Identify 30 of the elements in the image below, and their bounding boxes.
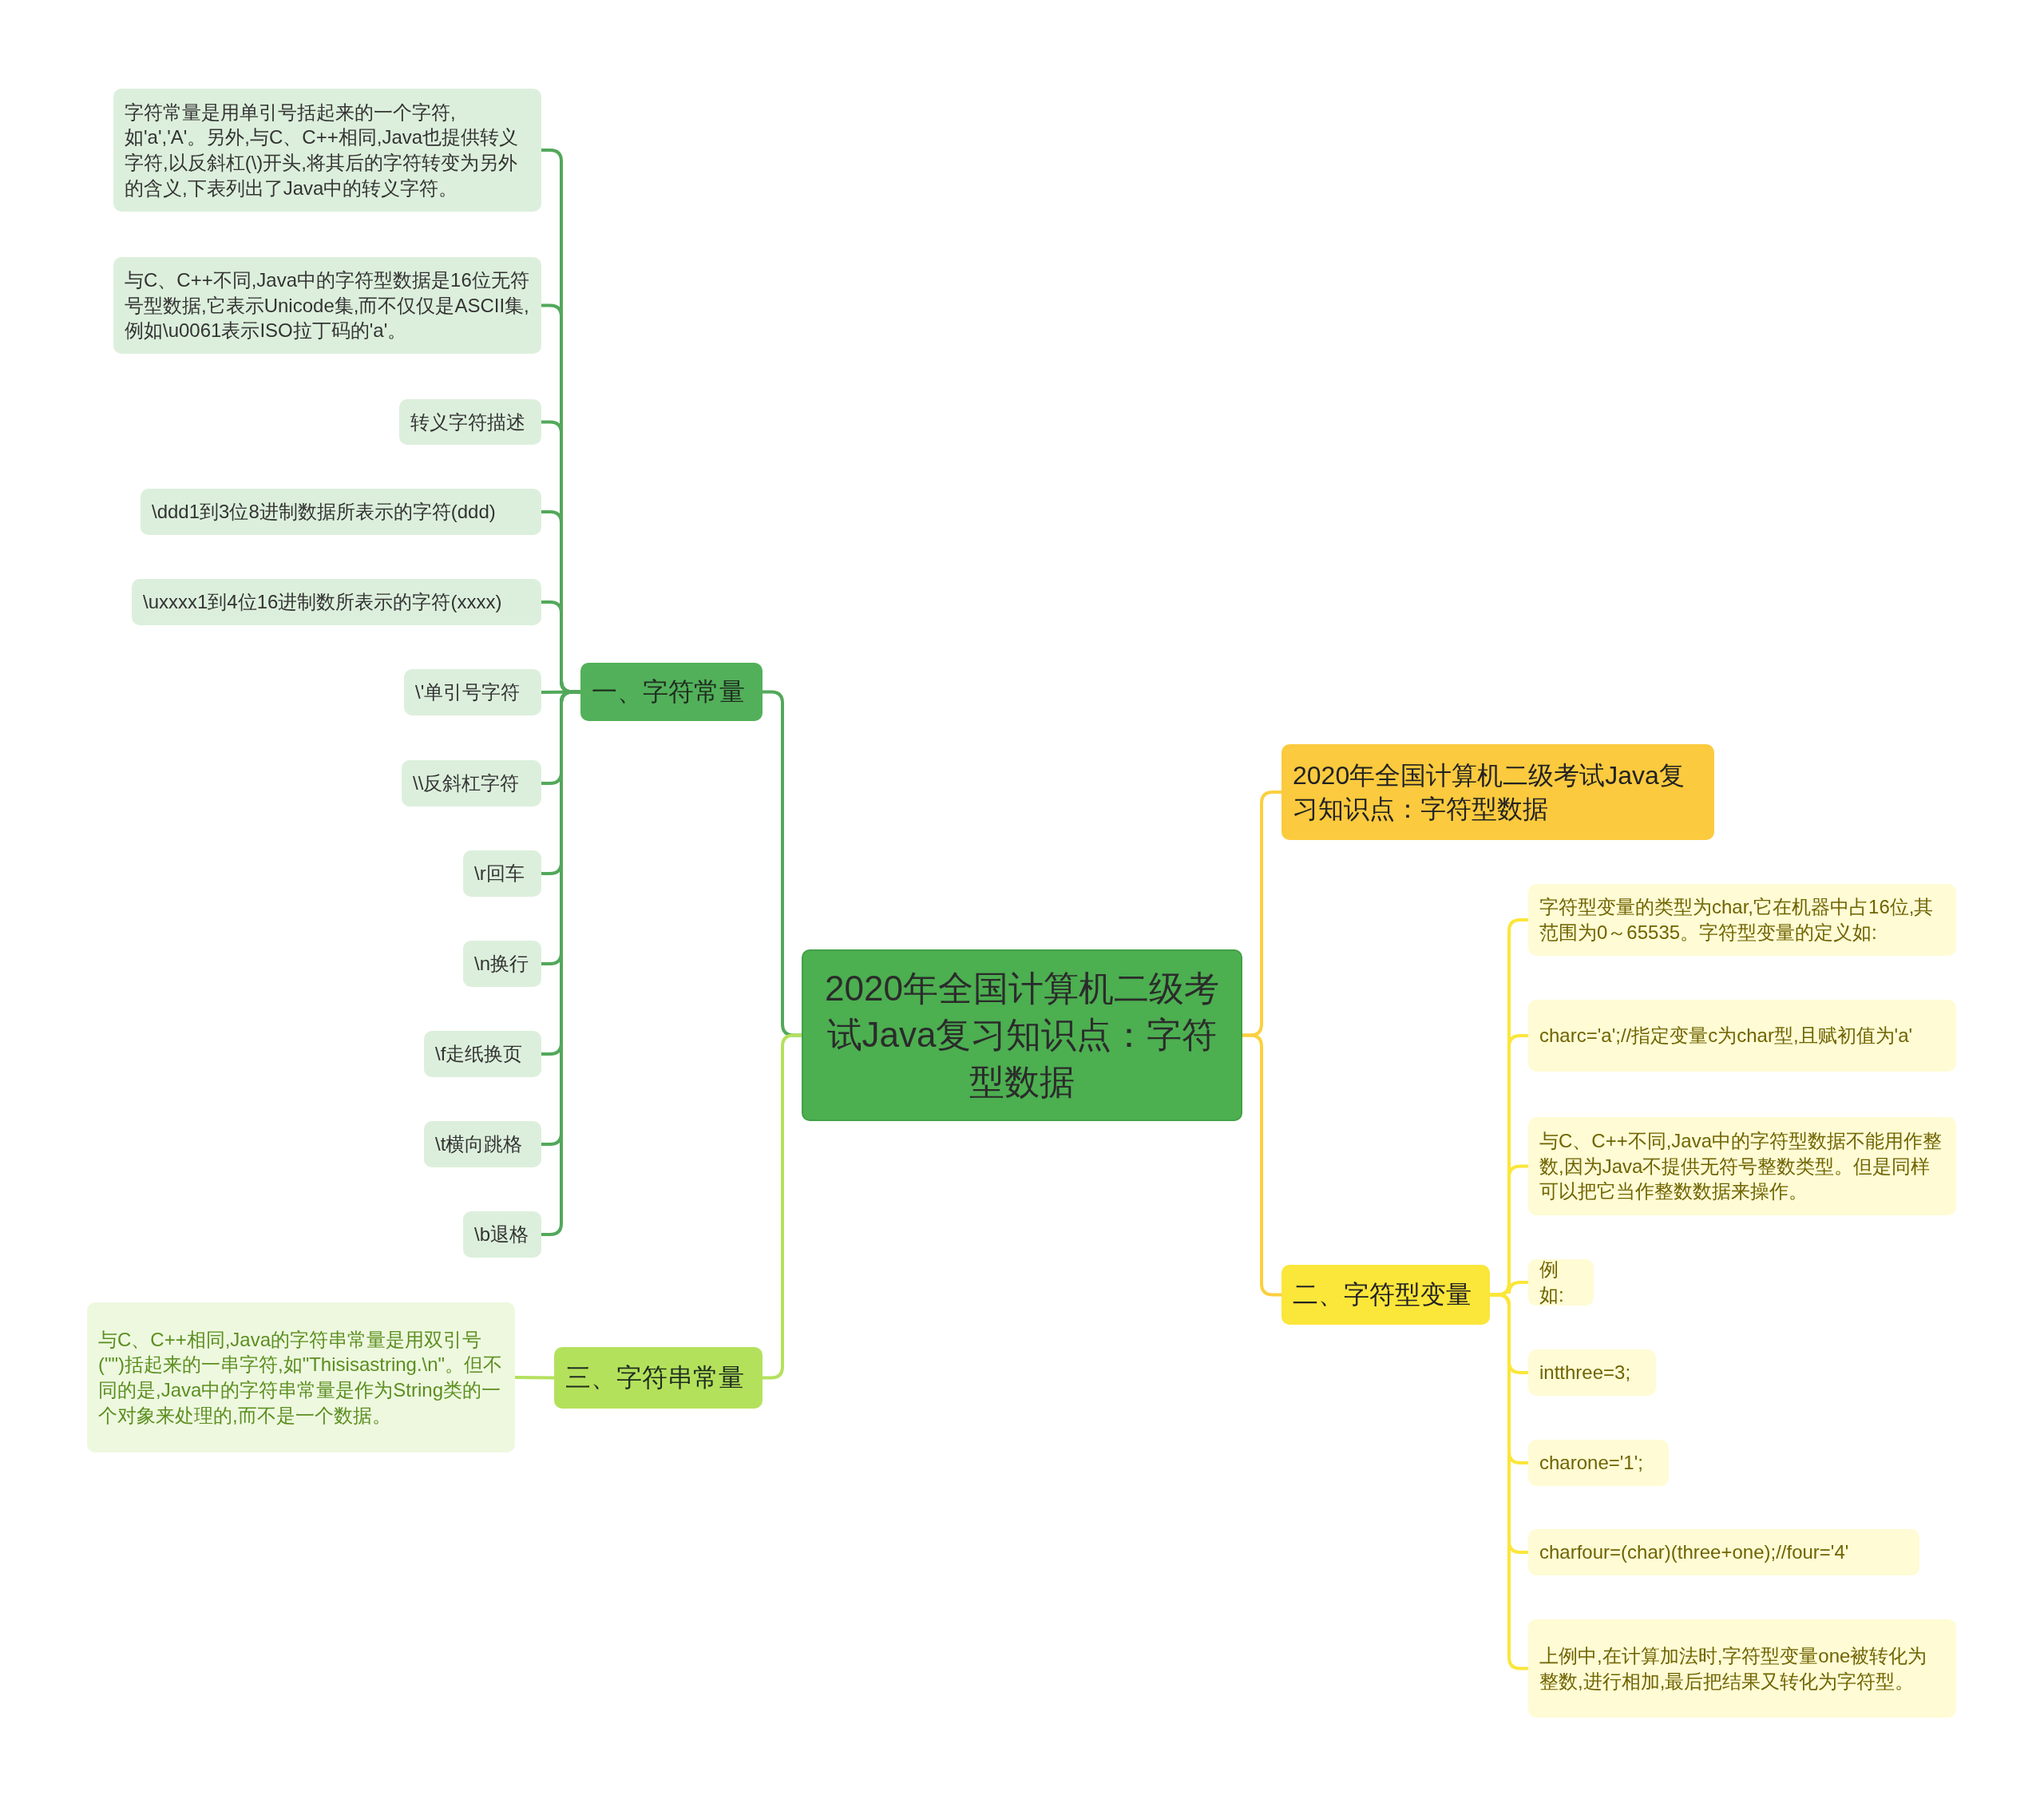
connector-line bbox=[1490, 1293, 1528, 1670]
subtopic-box: \uxxxx1到4位16进制数所表示的字符(xxxx) bbox=[132, 579, 541, 625]
subtopic-box: intthree=3; bbox=[1528, 1349, 1656, 1396]
subtopic-box: 字符常量是用单引号括起来的一个字符,如'a','A'。另外,与C、C++相同,Java也提供转义字符,以反斜杠(\)开头,将其后的字符转变为另外的含义,下表列出了Java中的转义字符。 bbox=[113, 89, 541, 212]
connector-line bbox=[514, 1376, 555, 1380]
title-box: 2020年全国计算机二级考试Java复习知识点：字符型数据 bbox=[1281, 744, 1714, 840]
branch-topic-box: 二、字符型变量 bbox=[1281, 1265, 1490, 1325]
subtopic-box: \b退格 bbox=[463, 1211, 541, 1258]
subtopic-box: charc='a';//指定变量c为char型,且赋初值为'a' bbox=[1528, 1000, 1956, 1072]
subtopic-box: \\反斜杠字符 bbox=[402, 760, 541, 806]
subtopic-box: 字符型变量的类型为char,它在机器中占16位,其范围为0～65535。字符型变量的定义如: bbox=[1528, 884, 1956, 956]
central-topic-box: 2020年全国计算机二级考试Java复习知识点：字符型数据 bbox=[802, 949, 1242, 1121]
subtopic-box: 与C、C++不同,Java中的字符型数据不能用作整数,因为Java不提供无符号整数类型。但是同样可以把它当作整数数据来操作。 bbox=[1528, 1117, 1956, 1215]
connector-line bbox=[763, 1033, 802, 1380]
subtopic-box: \t横向跳格 bbox=[424, 1121, 541, 1167]
subtopic-box: 上例中,在计算加法时,字符型变量one被转化为整数,进行相加,最后把结果又转化为字符型。 bbox=[1528, 1619, 1956, 1718]
subtopic-box: 例如: bbox=[1528, 1259, 1594, 1306]
branch-topic-box: 一、字符常量 bbox=[580, 663, 763, 721]
subtopic-box: 转义字符描述 bbox=[399, 399, 541, 445]
subtopic-box: charone='1'; bbox=[1528, 1440, 1669, 1486]
subtopic-box: \n换行 bbox=[463, 941, 541, 987]
subtopic-box: 与C、C++不同,Java中的字符型数据是16位无符号型数据,它表示Unicode集,而不仅仅是ASCII集,例如\u0061表示ISO拉丁码的'a'。 bbox=[113, 257, 541, 354]
subtopic-box: \r回车 bbox=[463, 850, 541, 897]
subtopic-box: charfour=(char)(three+one);//four='4' bbox=[1528, 1529, 1919, 1575]
branch-topic-box: 三、字符串常量 bbox=[554, 1347, 763, 1409]
subtopic-box: 与C、C++相同,Java的字符串常量是用双引号("")括起来的一串字符,如"Thisisastring.\n"。但不同的是,Java中的字符串常量是作为String类的一个对象来处理的,而不是一个数据。 bbox=[87, 1302, 515, 1452]
subtopic-box: \'单引号字符 bbox=[404, 669, 541, 715]
subtopic-box: \f走纸换页 bbox=[424, 1031, 541, 1077]
connector-line bbox=[1242, 1033, 1281, 1297]
subtopic-box: \ddd1到3位8进制数据所表示的字符(ddd) bbox=[141, 489, 541, 535]
